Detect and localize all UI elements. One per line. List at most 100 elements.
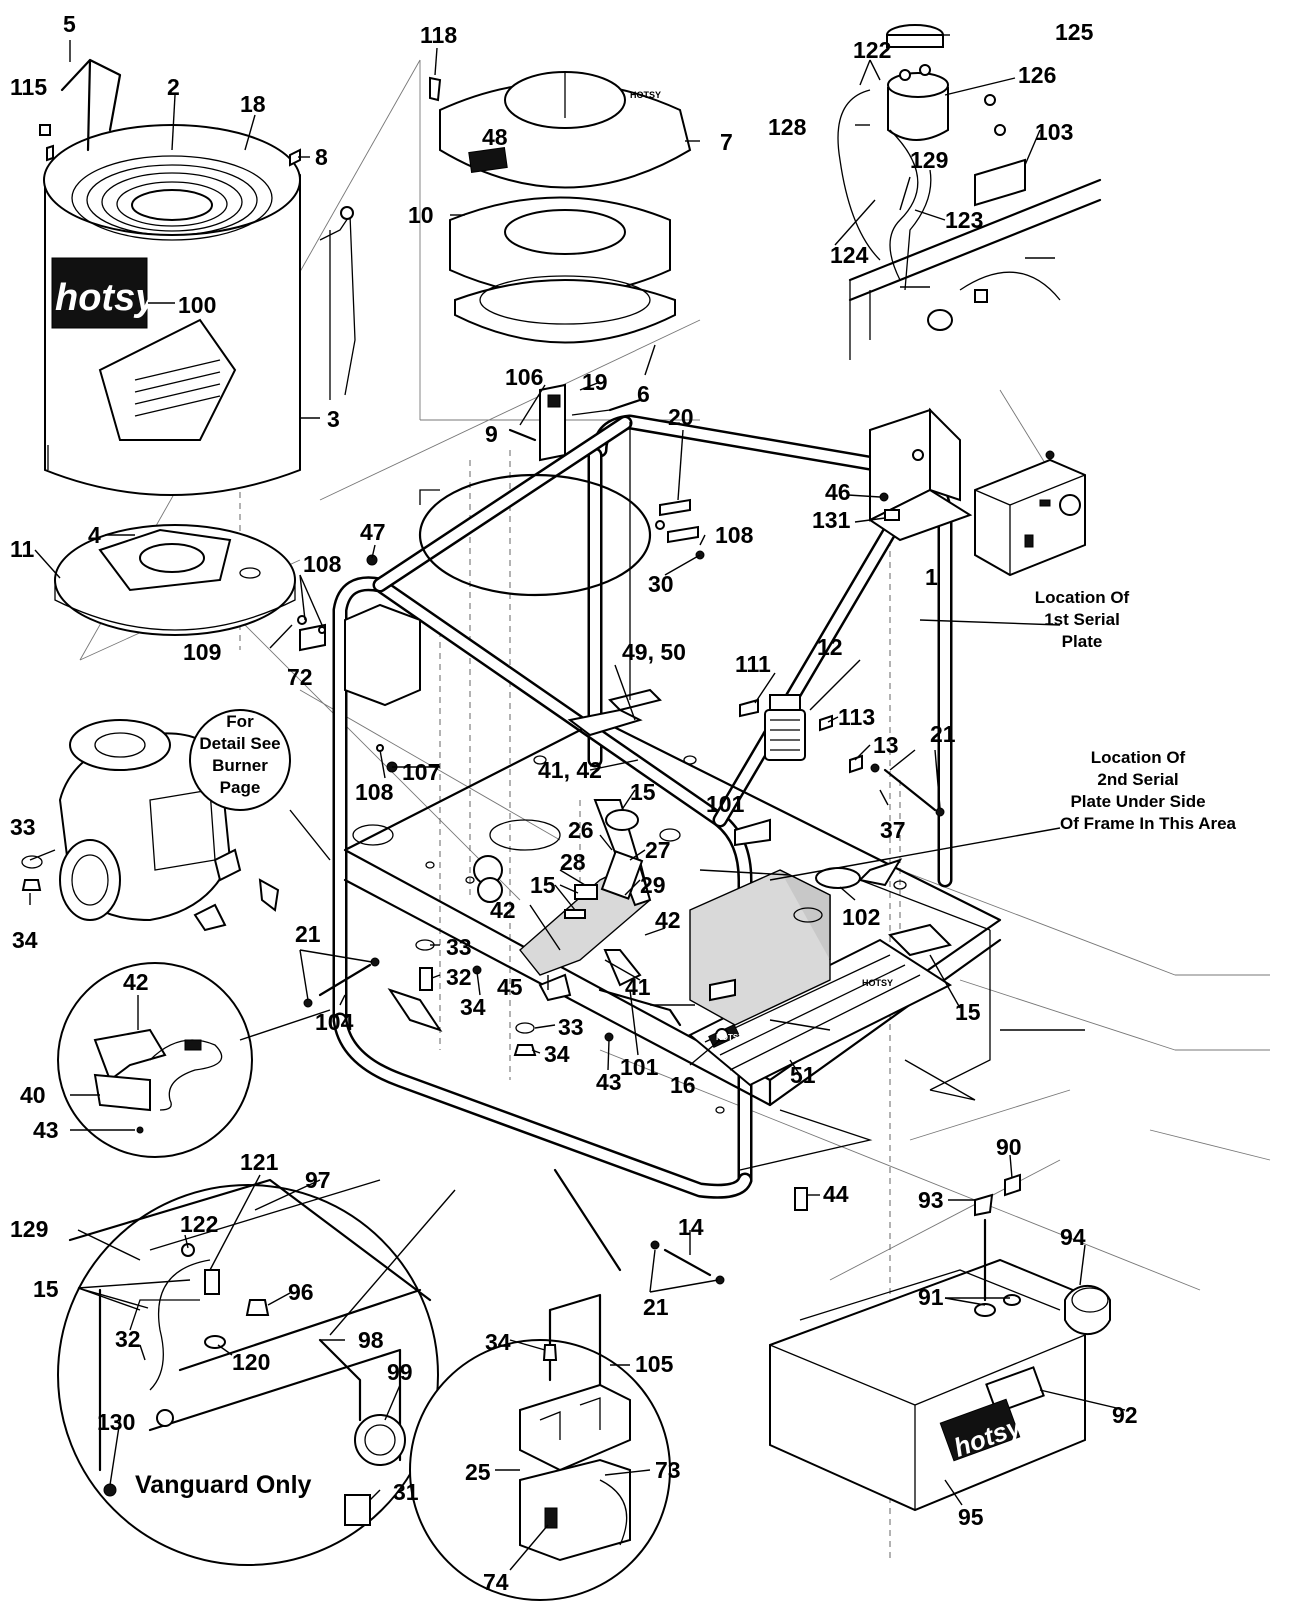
battery-location bbox=[709, 818, 771, 1042]
callout-129-a: 129 bbox=[910, 147, 948, 173]
callout-104: 104 bbox=[315, 1009, 354, 1035]
burner-note-line4: Page bbox=[220, 778, 261, 797]
callout-18: 18 bbox=[240, 91, 266, 117]
wiring-detail bbox=[57, 962, 253, 1158]
callout-2: 2 bbox=[167, 74, 180, 100]
band-clamp bbox=[418, 473, 652, 597]
fuel-filter-assembly bbox=[837, 24, 1102, 360]
burner-note-line1: For bbox=[226, 712, 254, 731]
callout-43-a: 43 bbox=[596, 1069, 622, 1095]
callout-96: 96 bbox=[288, 1279, 314, 1305]
callout-12: 12 bbox=[817, 634, 843, 660]
callout-102: 102 bbox=[842, 904, 880, 930]
burner-note-circle bbox=[189, 709, 291, 811]
callout-109: 109 bbox=[183, 639, 221, 665]
callout-15-d: 15 bbox=[33, 1276, 59, 1302]
callout-26: 26 bbox=[568, 817, 594, 843]
callout-93: 93 bbox=[918, 1187, 944, 1213]
callout-101-b: 101 bbox=[620, 1054, 659, 1080]
coil-base-plate bbox=[54, 524, 296, 636]
callout-103: 103 bbox=[1035, 119, 1073, 145]
exhaust-stack bbox=[439, 71, 692, 344]
callout-1: 1 bbox=[925, 564, 938, 590]
callout-123: 123 bbox=[945, 207, 983, 233]
bolt-44 bbox=[794, 1187, 808, 1211]
callout-9: 9 bbox=[485, 421, 498, 447]
callout-34-d: 34 bbox=[485, 1329, 511, 1355]
callout-21-c: 21 bbox=[643, 1294, 669, 1320]
control-box bbox=[868, 407, 1086, 577]
callout-44: 44 bbox=[823, 1181, 849, 1207]
callout-107: 107 bbox=[402, 759, 440, 785]
callout-4: 4 bbox=[88, 522, 101, 548]
callout-49-50: 49, 50 bbox=[622, 639, 686, 665]
callout-13: 13 bbox=[873, 732, 899, 758]
callout-34-a: 34 bbox=[460, 994, 486, 1020]
callout-5: 5 bbox=[63, 11, 76, 37]
callout-108-c: 108 bbox=[355, 779, 394, 805]
callout-34-b: 34 bbox=[544, 1041, 570, 1067]
coil-support-bracket bbox=[297, 554, 421, 773]
callout-19: 19 bbox=[582, 369, 608, 395]
callout-120: 120 bbox=[232, 1349, 270, 1375]
callout-121: 121 bbox=[240, 1149, 279, 1175]
callout-45: 45 bbox=[497, 974, 523, 1000]
mount-hardware bbox=[387, 939, 614, 1056]
coil-assembly: hotsy bbox=[43, 58, 356, 496]
callout-40: 40 bbox=[20, 1082, 46, 1108]
callout-41-42: 41, 42 bbox=[538, 757, 602, 783]
callout-115: 115 bbox=[10, 74, 47, 100]
callout-129-b: 129 bbox=[10, 1216, 48, 1242]
callout-130: 130 bbox=[97, 1409, 135, 1435]
callouts: 5 115 2 18 8 100 3 4 11 109 72 108 47 11… bbox=[10, 11, 1138, 1595]
callout-105: 105 bbox=[635, 1351, 674, 1377]
exhaust-flange bbox=[793, 858, 952, 957]
rods bbox=[303, 763, 945, 1285]
callout-33-a: 33 bbox=[446, 934, 472, 960]
frame-plate-text: HOTSY bbox=[862, 978, 893, 988]
callout-20: 20 bbox=[668, 404, 694, 430]
callout-51: 51 bbox=[790, 1062, 816, 1088]
callout-28: 28 bbox=[560, 849, 586, 875]
callout-47: 47 bbox=[360, 519, 386, 545]
callout-98: 98 bbox=[358, 1327, 384, 1353]
callout-15-a: 15 bbox=[630, 779, 656, 805]
callout-108-a: 108 bbox=[303, 551, 342, 577]
callout-21-b: 21 bbox=[295, 921, 321, 947]
callout-42-b: 42 bbox=[655, 907, 681, 933]
hotsy-logo-plate bbox=[51, 257, 148, 329]
callout-27: 27 bbox=[645, 837, 671, 863]
callout-126: 126 bbox=[1018, 62, 1056, 88]
notes: Location Of 1st Serial Plate Location Of… bbox=[135, 588, 1237, 1499]
callout-90: 90 bbox=[996, 1134, 1022, 1160]
serial2-line1: Location Of bbox=[1091, 748, 1186, 767]
callout-111: 111 bbox=[735, 651, 771, 677]
battery-detail bbox=[409, 1168, 671, 1601]
fuel-tank: hotsy bbox=[769, 1173, 1111, 1512]
callout-124: 124 bbox=[830, 242, 869, 268]
callout-43-b: 43 bbox=[33, 1117, 59, 1143]
callout-31: 31 bbox=[393, 1479, 419, 1505]
serial1-line3: Plate bbox=[1062, 632, 1103, 651]
callout-92: 92 bbox=[1112, 1402, 1138, 1428]
callout-7: 7 bbox=[720, 129, 733, 155]
callout-106: 106 bbox=[505, 364, 543, 390]
fuel-fitting-assembly bbox=[473, 799, 652, 1002]
burner-note-line3: Burner bbox=[212, 756, 268, 775]
callout-30: 30 bbox=[648, 571, 674, 597]
callout-97: 97 bbox=[305, 1167, 331, 1193]
callout-16: 16 bbox=[670, 1072, 696, 1098]
callout-73: 73 bbox=[655, 1457, 681, 1483]
coil-mount-bracket bbox=[508, 383, 705, 560]
callout-46: 46 bbox=[825, 479, 851, 505]
callout-48: 48 bbox=[482, 124, 508, 150]
callout-29: 29 bbox=[640, 872, 666, 898]
burner-note-line2: Detail See bbox=[199, 734, 280, 753]
callout-33-c: 33 bbox=[10, 814, 36, 840]
callout-122-a: 122 bbox=[853, 37, 891, 63]
callout-10: 10 bbox=[408, 202, 434, 228]
callout-14: 14 bbox=[678, 1214, 704, 1240]
serial2-line2: 2nd Serial bbox=[1097, 770, 1178, 789]
callout-74: 74 bbox=[483, 1569, 509, 1595]
